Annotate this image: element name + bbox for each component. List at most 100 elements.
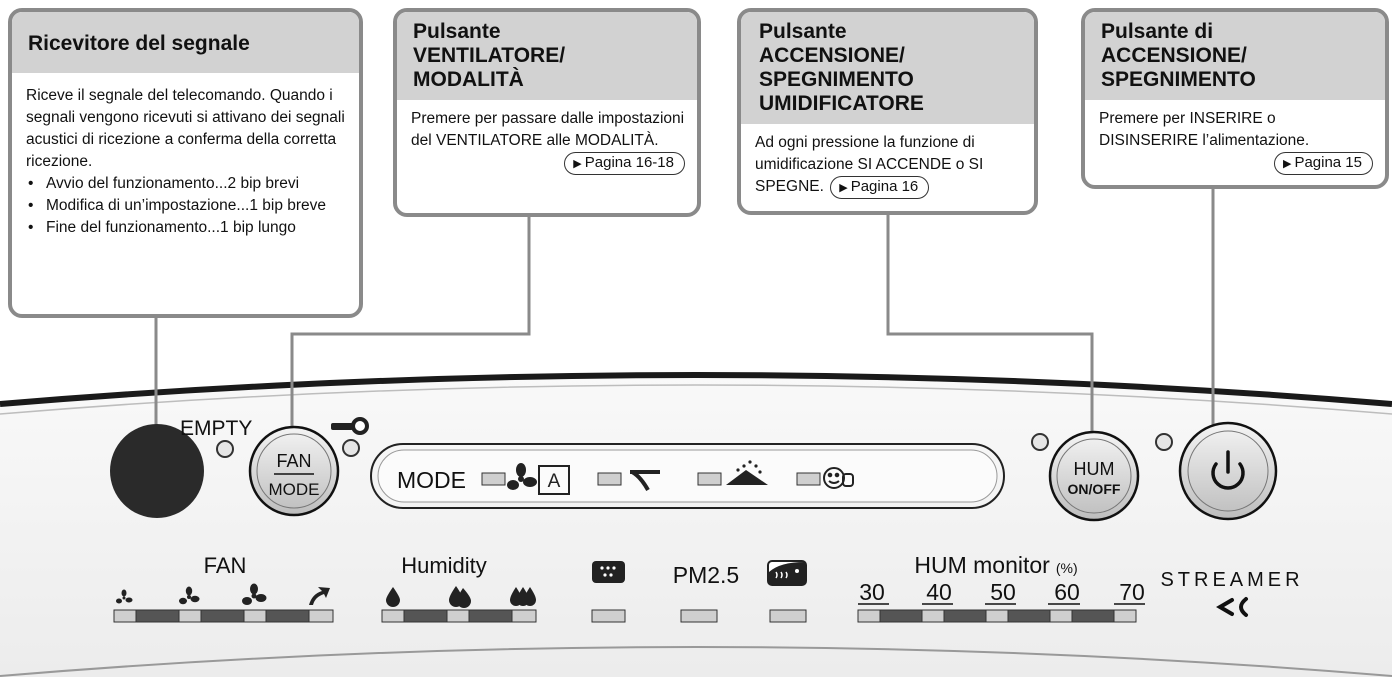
auto-mode-icon: A: [538, 465, 570, 495]
leader-hum: [886, 214, 1094, 440]
callout-fan-mode-title-3: MODALITÀ: [413, 68, 524, 91]
fan-level-label: FAN: [204, 553, 247, 578]
hum-tick-70: 70: [1119, 579, 1145, 605]
list-item: Avvio del funzionamento...2 bip brevi: [28, 173, 347, 195]
hum-button-label: HUM: [1074, 459, 1115, 479]
fan-speed-turbo-icon: [309, 587, 330, 605]
hum-monitor-label: HUM monitor(%): [914, 552, 1077, 578]
callout-hum-title-2: ACCENSIONE/: [759, 44, 905, 67]
callout-power-text: Premere per INSERIRE o DISINSERIRE l’ali…: [1099, 110, 1310, 149]
hum-button[interactable]: HUM ON/OFF: [1048, 430, 1140, 522]
humidity-level-bar: [381, 609, 537, 623]
pm25-label: PM2.5: [673, 562, 739, 588]
humidity-label: Humidity: [401, 553, 487, 578]
pollen-icon: [726, 460, 768, 485]
list-item: Fine del funzionamento...1 bip lungo: [28, 217, 347, 239]
fan-speed-icons: [116, 583, 330, 605]
callout-power-title-1: Pulsante di: [1101, 20, 1214, 43]
key-icon: [331, 417, 369, 435]
callout-power-title-2: ACCENSIONE/: [1101, 44, 1247, 67]
humidity-mid-icon: [449, 586, 471, 608]
mode-indicators: [481, 472, 821, 486]
callout-power-title: Pulsante di ACCENSIONE/ SPEGNIMENTO: [1085, 12, 1385, 100]
signal-receiver: [110, 424, 204, 518]
dust-sensor-icon: [592, 561, 625, 583]
callout-fan-mode-button: Pulsante VENTILATORE/ MODALITÀ Premere p…: [393, 8, 701, 217]
fan-mode-button[interactable]: FAN MODE: [248, 425, 340, 517]
page-ref-text: Pagina 16: [850, 178, 919, 195]
play-arrow-icon: ▶: [573, 158, 582, 170]
page-reference-power[interactable]: ▶Pagina 15: [1273, 152, 1373, 175]
callout-signal-receiver: Ricevitore del segnale Riceve il segnale…: [8, 8, 363, 318]
eco-face-icon: [823, 467, 854, 489]
hum-lamp: [1031, 433, 1049, 451]
callout-hum-title-4: UMIDIFICATORE: [759, 92, 924, 115]
mode-button-label: MODE: [269, 480, 320, 499]
mode-lamp-eco: [796, 472, 821, 486]
callout-power-button: Pulsante di ACCENSIONE/ SPEGNIMENTO Prem…: [1081, 8, 1389, 189]
page-ref-text: Pagina 15: [1294, 154, 1362, 171]
streamer-label: STREAMER: [1160, 569, 1303, 591]
fan-speed-quiet-icon: [116, 589, 133, 604]
callout-receiver-text: Riceve il segnale del telecomando. Quand…: [26, 87, 345, 170]
callout-hum-body: Ad ogni pressione la funzione di umidifi…: [741, 124, 1034, 207]
page-reference-fan-mode[interactable]: ▶Pagina 16-18: [564, 152, 685, 175]
hum-tick-40: 40: [926, 579, 952, 605]
callout-fan-mode-title: Pulsante VENTILATORE/ MODALITÀ: [397, 12, 697, 100]
mode-lamp-auto: [481, 472, 506, 486]
callout-fan-mode-body: Premere per passare dalle impostazioni d…: [397, 100, 697, 183]
hum-tick-30: 30: [859, 579, 885, 605]
fan-button-label: FAN: [276, 451, 311, 471]
play-arrow-icon: ▶: [1282, 158, 1292, 170]
panel-top-edge-inner: [0, 384, 1392, 415]
list-item: Modifica di un’impostazione...1 bip brev…: [28, 195, 347, 217]
empty-lamp: [216, 440, 234, 458]
child-lock-lamp: [342, 439, 360, 457]
hum-onoff-label: ON/OFF: [1068, 481, 1121, 497]
callout-receiver-bullets: Avvio del funzionamento...2 bip brevi Mo…: [26, 173, 347, 239]
turbo-icon: [630, 470, 660, 491]
fan-speed-low-icon: [179, 586, 200, 605]
mode-label: MODE: [397, 467, 466, 493]
hum-monitor-unit: (%): [1056, 560, 1078, 576]
callout-hum-title-3: SPEGNIMENTO: [759, 68, 914, 91]
page-ref-text: Pagina 16-18: [584, 154, 674, 171]
power-icon: [1211, 462, 1245, 490]
panel-top-edge: [0, 372, 1392, 407]
hum-monitor-ticks: 30 40 50 60 70: [859, 579, 1145, 605]
callout-hum-text: Ad ogni pressione la funzione di umidifi…: [755, 134, 984, 195]
callout-fan-mode-title-1: Pulsante: [413, 20, 501, 43]
humidity-high-icon: [510, 587, 536, 606]
leader-fan-mode: [290, 216, 531, 432]
odor-sensor-icon: [767, 560, 807, 586]
fan-icon: [507, 463, 537, 490]
leader-lines: [154, 188, 1215, 440]
empty-label: EMPTY: [180, 417, 252, 440]
streamer-icon: [1216, 597, 1248, 617]
odor-lamp: [769, 609, 807, 623]
callout-fan-mode-text: Premere per passare dalle impostazioni d…: [411, 110, 685, 149]
fan-level-bar: [113, 609, 334, 623]
page-reference-hum[interactable]: ▶Pagina 16: [830, 176, 930, 199]
play-arrow-icon: ▶: [839, 182, 848, 194]
callout-receiver-body: Riceve il segnale del telecomando. Quand…: [12, 73, 359, 247]
humidity-drop-icons: [386, 586, 536, 608]
mode-display-inner: [377, 449, 998, 503]
hum-tick-50: 50: [990, 579, 1016, 605]
mode-display-outer: [370, 443, 1005, 509]
callout-hum-button: Pulsante ACCENSIONE/ SPEGNIMENTO UMIDIFI…: [737, 8, 1038, 215]
callout-hum-title-1: Pulsante: [759, 20, 847, 43]
panel-bottom-edge: [0, 646, 1392, 677]
power-lamp: [1155, 433, 1173, 451]
callout-power-body: Premere per INSERIRE o DISINSERIRE l’ali…: [1085, 100, 1385, 183]
humidity-low-icon: [386, 587, 400, 607]
fan-speed-high-icon: [242, 583, 267, 605]
callout-power-title-3: SPEGNIMENTO: [1101, 68, 1256, 91]
hum-tick-60: 60: [1054, 579, 1080, 605]
power-button[interactable]: [1178, 421, 1278, 521]
dust-lamp: [591, 609, 626, 623]
callout-hum-title: Pulsante ACCENSIONE/ SPEGNIMENTO UMIDIFI…: [741, 12, 1034, 124]
callout-receiver-title: Ricevitore del segnale: [12, 12, 359, 73]
mode-lamp-pollen: [697, 472, 722, 486]
